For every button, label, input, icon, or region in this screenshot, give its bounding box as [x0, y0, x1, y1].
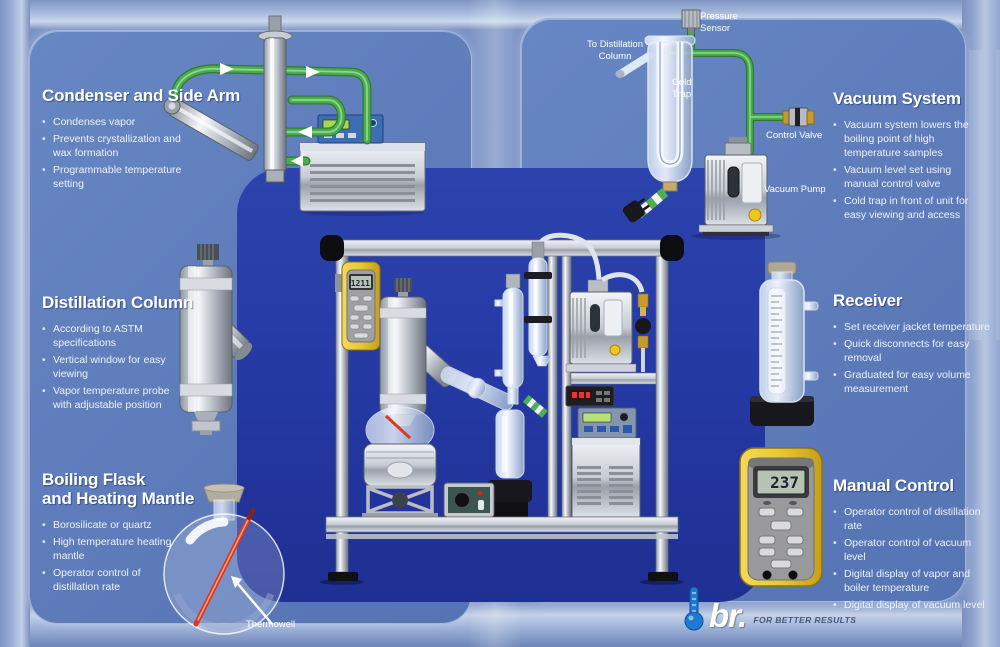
manual-control-illustration: 237 [739, 447, 823, 587]
thermowell-rod [193, 508, 255, 627]
vacuum-system-illustration [615, 9, 815, 240]
brand-text: br. [709, 597, 747, 635]
mantle-control-box [443, 482, 495, 518]
bullet-item: Operator control of distillation rate [833, 506, 993, 534]
flask-body [163, 483, 285, 635]
condenser-body [163, 15, 293, 183]
section-title: Condenser and Side Arm [42, 86, 241, 105]
section-title: Vacuum System [833, 89, 961, 108]
receiver-illustration [750, 261, 819, 426]
vacuum-controller [565, 385, 615, 407]
thermometer-icon [684, 586, 704, 631]
bullet-item: Vertical window for easy viewing [42, 354, 180, 382]
callout-to-distillation-column: To Distillation Column [587, 39, 643, 63]
bullet-item: Borosilicate or quartz [42, 519, 174, 533]
bullet-item: Operator control of vacuum level [833, 537, 993, 565]
distillation-column-illustration [179, 244, 253, 435]
brand-tagline: FOR BETTER RESULTS [753, 615, 857, 625]
chiller-controller [577, 407, 637, 439]
section-manual-control: Manual Control Operator control of disti… [833, 476, 1000, 616]
central-apparatus-illustration: 1211 [320, 232, 684, 585]
callout-thermowell: Thermowell [246, 619, 296, 630]
bullet-list: Vacuum system lowers the boiling point o… [833, 119, 979, 223]
callout-control-valve: Control Valve [766, 130, 823, 141]
control-valve [782, 107, 815, 127]
bullet-item: Set receiver jacket temperature [833, 321, 999, 335]
power-cord-connector [622, 188, 669, 223]
section-distillation: Distillation Column According to ASTM sp… [42, 293, 222, 416]
center-chiller [571, 437, 641, 518]
brass-fittings [600, 272, 651, 372]
apparatus-bench [325, 516, 679, 539]
column-body [179, 244, 253, 435]
bullet-item: Vapor temperature probe with adjustable … [42, 385, 180, 413]
section-condenser: Condenser and Side Arm Condenses vapor P… [42, 86, 242, 195]
receiver-body [750, 261, 819, 426]
flow-arrows [220, 63, 320, 167]
bullet-item: Digital display of vapor and boiler temp… [833, 568, 993, 596]
bullet-item: Graduated for easy volume measurement [833, 369, 999, 397]
section-vacuum: Vacuum System Vacuum system lowers the b… [833, 89, 983, 226]
bullet-item: According to ASTM specifications [42, 323, 180, 351]
glass-transfer-tube [440, 366, 515, 411]
bullet-item: High temperature heating mantle [42, 536, 174, 564]
bullet-item: Digital display of vacuum level [833, 599, 993, 613]
pressure-sensor [681, 9, 701, 33]
bullet-item: Condenses vapor [42, 116, 194, 130]
panel-meter-display: 1211 [351, 279, 370, 288]
section-title: Distillation Column [42, 293, 194, 312]
bullet-list: Borosilicate or quartz High temperature … [42, 519, 174, 595]
panel-meter: 1211 [335, 261, 381, 351]
bullet-item: Cold trap in front of unit for easy view… [833, 195, 979, 223]
bullet-item: Operator control of distillation rate [42, 567, 174, 595]
bullet-list: Set receiver jacket temperature Quick di… [833, 321, 999, 397]
section-title: Receiver [833, 291, 903, 310]
vacuum-pump [691, 137, 781, 240]
logo: br. FOR BETTER RESULTS [681, 583, 857, 635]
temperature-display: 237 [770, 473, 799, 492]
bullet-item: Prevents crystallization and wax formati… [42, 133, 194, 161]
center-condenser-receiver [488, 273, 548, 517]
center-vacuum-pump [565, 279, 637, 373]
section-title: Boiling Flask and Heating Mantle [42, 470, 195, 509]
section-title: Manual Control [833, 476, 954, 495]
callout-vacuum-pump: Vacuum Pump [764, 184, 826, 195]
bullet-item: Quick disconnects for easy removal [833, 338, 999, 366]
bullet-item: Vacuum level set using manual control va… [833, 164, 979, 192]
boiling-flask-illustration [163, 483, 285, 635]
bullet-list: According to ASTM specifications Vertica… [42, 323, 180, 413]
center-distillation-column [379, 278, 457, 426]
center-cold-trap [524, 232, 602, 367]
frame-band-left [0, 0, 30, 647]
section-boiling-flask: Boiling Flask and Heating Mantle Borosil… [42, 470, 222, 598]
bullet-item: Programmable temperature setting [42, 164, 194, 192]
chiller-unit [299, 114, 426, 216]
handheld-meter: 237 [739, 447, 823, 587]
section-receiver: Receiver Set receiver jacket temperature… [833, 291, 1000, 400]
condenser-side-arm-illustration [163, 15, 426, 216]
callout-cold-trap: Cold Trap [672, 77, 692, 101]
center-boiling-flask [362, 406, 438, 518]
bullet-item: Vacuum system lowers the boiling point o… [833, 119, 979, 161]
cold-trap [615, 35, 696, 192]
callout-pressure-sensor: Pressure Sensor [700, 11, 739, 35]
thermowell-arrow [231, 576, 273, 625]
bullet-list: Operator control of distillation rate Op… [833, 506, 993, 613]
bullet-list: Condenses vapor Prevents crystallization… [42, 116, 194, 192]
